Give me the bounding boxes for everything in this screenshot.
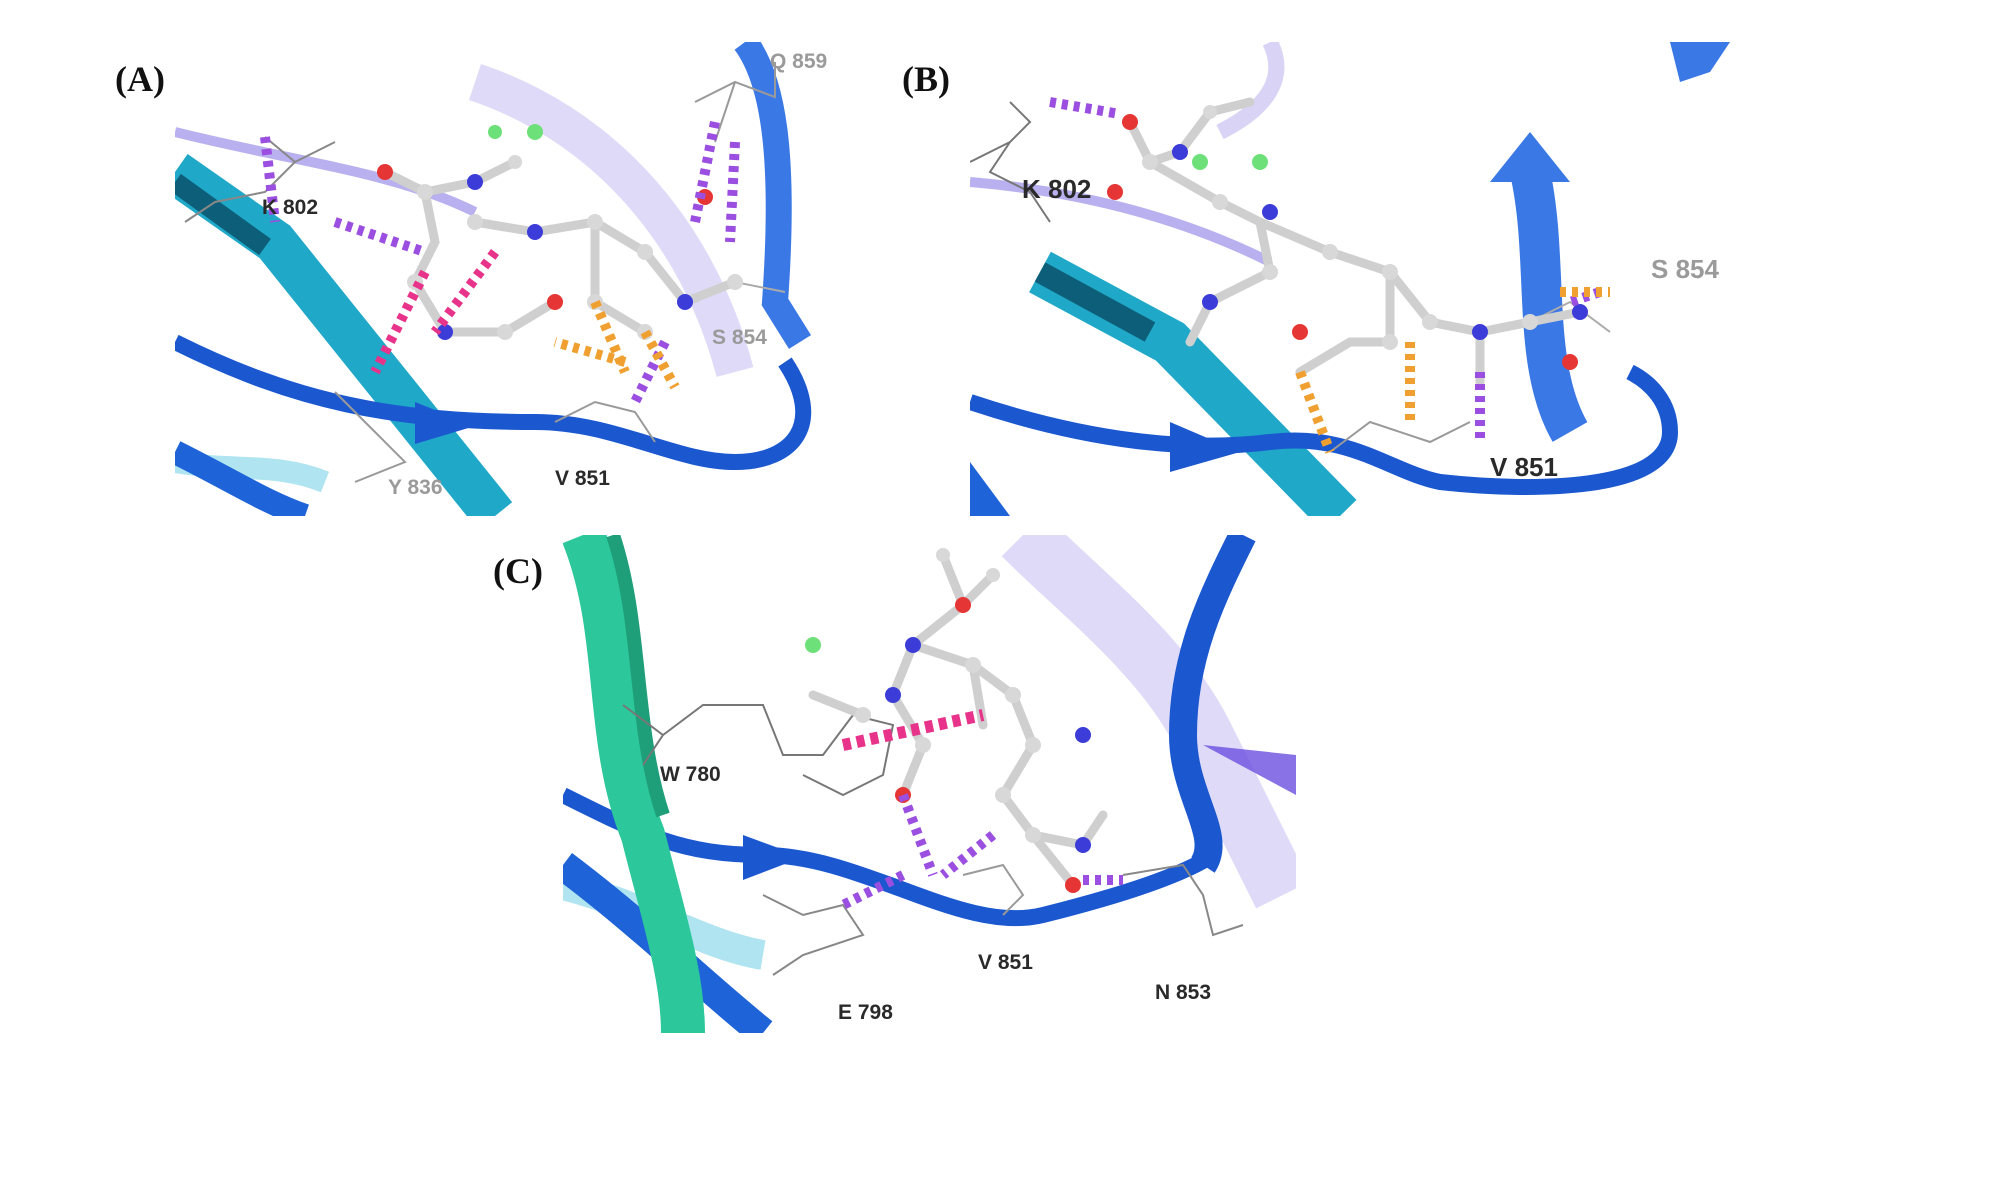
ribbon-arrow-c — [743, 835, 803, 880]
ribbon-blue-sheet-c — [1168, 535, 1256, 873]
ribbon-arrow-a — [415, 402, 475, 444]
residue-sticks-y836 — [334, 391, 407, 483]
halogen-dashes-b — [1295, 287, 1610, 454]
ribbon-blue-low-b — [970, 462, 1010, 516]
ribbon-dark-teal-b — [1034, 262, 1156, 342]
residue-sticks-k802 — [184, 136, 336, 223]
ribbon-purple-top-b — [1216, 42, 1285, 140]
panel-c-residue-v851: V 851 — [978, 951, 1033, 974]
residue-sticks-k802-b — [970, 101, 1051, 223]
ribbon-blue-top-b — [1670, 42, 1730, 82]
ribbon-purple-strand-b — [970, 177, 1273, 267]
panel-c-residue-n853: N 853 — [1155, 981, 1212, 1004]
ribbon-arrow-top-b — [1490, 132, 1570, 182]
residue-sticks-e798 — [762, 894, 865, 976]
panel-b-residue-s854: S 854 — [1651, 254, 1719, 284]
panel-a-residue-k802: K 802 — [262, 196, 319, 219]
hbond-dashes-a — [260, 121, 740, 405]
residue-sticks-q859 — [694, 62, 776, 143]
panel-a-residue-y836: Y 836 — [388, 476, 443, 499]
residue-sticks-n853 — [1122, 863, 1244, 937]
residue-sticks-v851-c — [962, 863, 1025, 916]
residue-sticks-v851 — [554, 400, 656, 443]
panel-c-letter: (C) — [493, 551, 543, 591]
panel-a-letter-outer: (A) — [115, 59, 165, 99]
ribbon-green-dark-c — [606, 535, 670, 818]
panel-b-residue-k802: K 802 — [1022, 174, 1092, 204]
ribbon-purple-sheet — [468, 63, 754, 377]
pi-dashes-a — [370, 249, 499, 375]
panel-a-residue-s854: S 854 — [712, 326, 767, 349]
ribbon-arrow-b — [1170, 422, 1240, 472]
panel-a-residue-q859: Q 859 — [770, 50, 828, 73]
ribbon-blue-sheet-b — [1510, 167, 1588, 442]
ribbon-purple-sheet-c — [1001, 535, 1296, 909]
ribbon-green-strand-c — [563, 535, 705, 1033]
panel-a: (A) — [175, 42, 835, 516]
ribbon-blue-low — [175, 441, 310, 516]
pi-dashes-c — [841, 709, 985, 751]
panel-c-residue-w780: W 780 — [660, 763, 721, 786]
panel-b-structure — [970, 42, 1730, 516]
ligand-c-atoms — [805, 548, 1091, 893]
ligand-b-atoms — [1107, 105, 1588, 370]
panel-a-structure — [175, 42, 812, 516]
ribbon-purple-strand — [175, 127, 478, 217]
ligand-a — [380, 157, 740, 337]
panel-b-residue-v851: V 851 — [1490, 452, 1558, 482]
panel-c-structure — [563, 535, 1296, 1033]
ribbon-blue-strand-b — [970, 364, 1679, 495]
panel-b — [970, 42, 1736, 516]
panel-c-residue-e798: E 798 — [838, 1001, 893, 1024]
ribbon-purple-arrow-c — [1203, 745, 1296, 795]
residue-sticks-v851-b — [1329, 420, 1471, 453]
ribbon-blue-sheet-top — [734, 42, 812, 349]
panel-b-letter: (B) — [902, 59, 950, 99]
ribbon-blue-strand-a — [175, 334, 812, 471]
halogen-dashes-a — [553, 300, 680, 390]
residue-sticks-w780 — [622, 704, 895, 797]
hbond-dashes-c — [840, 793, 1123, 910]
panel-a-residue-v851: V 851 — [555, 467, 610, 490]
panel-c — [563, 535, 1296, 1033]
ribbon-dark-teal-a — [175, 173, 271, 256]
